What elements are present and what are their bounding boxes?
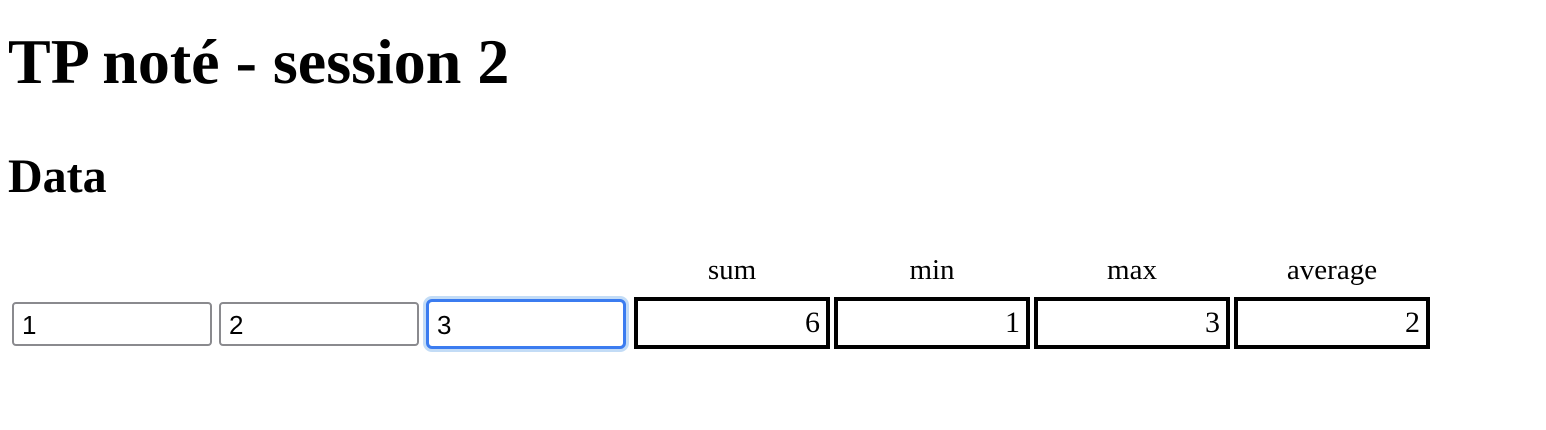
sum-header: sum: [707, 254, 757, 286]
max-output: 3: [1034, 297, 1230, 349]
average-output: 2: [1234, 297, 1430, 349]
max-header: max: [1107, 254, 1157, 286]
average-header: average: [1286, 254, 1378, 286]
min-header: min: [909, 254, 955, 286]
page-title: TP noté - session 2: [8, 26, 510, 97]
min-output: 1: [834, 297, 1030, 349]
data-input-2[interactable]: [219, 302, 419, 346]
data-input-3[interactable]: [426, 299, 626, 349]
section-title: Data: [8, 150, 107, 203]
sum-output: 6: [634, 297, 830, 349]
data-input-1[interactable]: [12, 302, 212, 346]
